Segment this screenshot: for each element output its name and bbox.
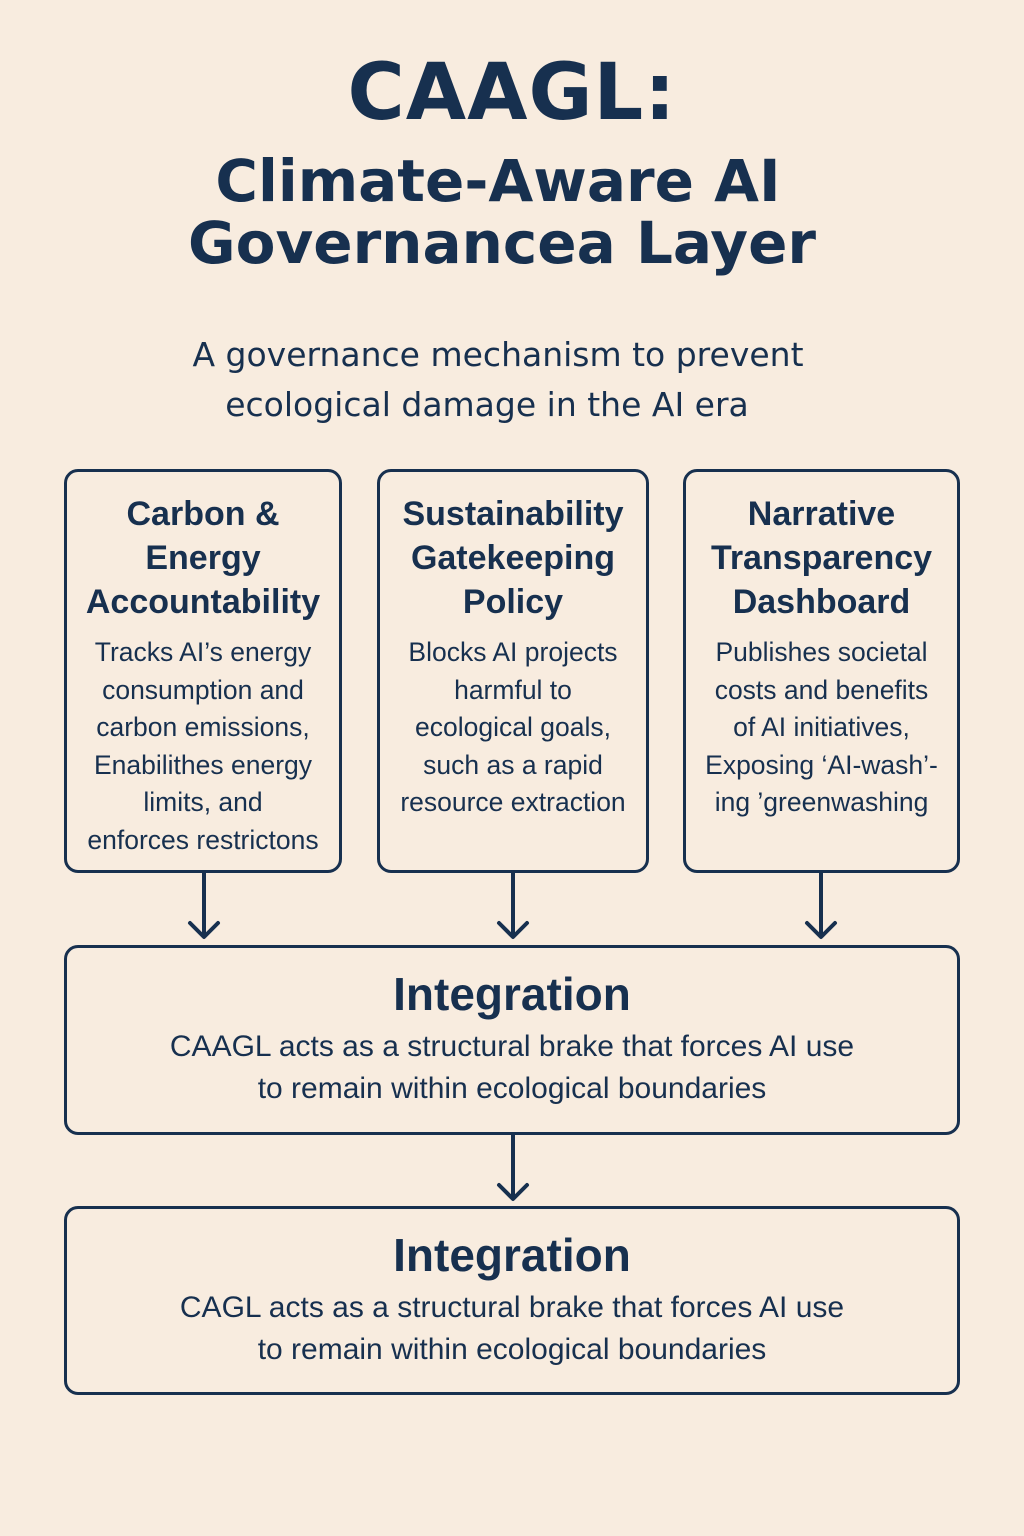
pillar-description-line: Tracks AI’s energy <box>94 637 312 667</box>
integration-title: Integration <box>393 1229 631 1281</box>
title-line-3: Governancea Layer <box>187 209 817 277</box>
pillar-description-line: of AI initiatives, <box>733 712 910 742</box>
pillar-description-line: such as a rapid <box>423 749 603 780</box>
subtitle: A governance mechanism to prevent ecolog… <box>0 330 1024 430</box>
pillar-description: Blocks AI projects harmful to ecological… <box>380 634 646 822</box>
arrow-down-icon <box>805 873 837 939</box>
pillar-description-line: Enabilithes energy <box>93 749 313 780</box>
pillar-description: Publishes societal costs and benefits of… <box>686 634 957 822</box>
integration-box: Integration CAAGL acts as a structural b… <box>64 945 960 1135</box>
pillar-title-line: Policy <box>462 583 564 621</box>
pillar-description-line: resource extraction <box>400 787 626 817</box>
title-full-name: Climate-Aware AI Governancea Layer <box>0 150 1024 274</box>
subtitle-line-2: ecological damage in the AI era <box>225 385 749 424</box>
pillar-description-line: Publishes societal <box>715 637 928 667</box>
pillar-description-line: limits, and <box>143 787 263 817</box>
integration-description-line: CAGL acts as a structural brake that for… <box>179 1291 845 1324</box>
title-line-2: Climate-Aware AI <box>215 147 781 215</box>
pillar-description-line: harmful to <box>454 674 572 705</box>
pillar-description-line: carbon emissions, <box>96 712 310 742</box>
integration-box: Integration CAGL acts as a structural br… <box>64 1206 960 1395</box>
pillar-description: Tracks AI’s energy consumption and carbo… <box>67 634 339 859</box>
subtitle-line-1: A governance mechanism to prevent <box>192 335 804 374</box>
pillar-description-line: consumption and <box>102 674 304 705</box>
pillar-title: Narrative Transparency Dashboard <box>686 492 957 624</box>
pillar-description-line: ing ’greenwashing <box>714 787 929 817</box>
pillar-title-line: Gatekeeping <box>410 539 616 577</box>
pillar-description-line: ecological goals, <box>415 712 611 742</box>
pillar-title-line: Dashboard <box>732 583 911 621</box>
title-acronym: CAAGL: <box>347 48 677 138</box>
arrow-down-icon <box>497 1135 529 1201</box>
pillar-title-line: Narrative <box>747 495 896 533</box>
pillar-description-line: Exposing ‘AI-wash’- <box>705 749 938 780</box>
arrow-down-icon <box>497 873 529 939</box>
pillar-description-line: enforces restrictons <box>87 824 319 855</box>
arrow-down-icon <box>188 873 220 939</box>
integration-description-line: to remain within ecological boundaries <box>257 1072 767 1105</box>
integration-description: CAAGL acts as a structural brake that fo… <box>67 1026 957 1110</box>
integration-description: CAGL acts as a structural brake that for… <box>67 1287 957 1371</box>
integration-title: Integration <box>393 968 631 1020</box>
pillar-title-line: Carbon & <box>126 495 280 533</box>
pillar-description-line: Blocks AI projects <box>408 637 618 667</box>
pillar-title: Carbon & Energy Accountability <box>67 492 339 624</box>
pillar-title: Sustainability Gatekeeping Policy <box>380 492 646 624</box>
pillar-carbon-energy-accountability: Carbon & Energy Accountability Tracks AI… <box>64 469 342 873</box>
pillar-narrative-transparency-dashboard: Narrative Transparency Dashboard Publish… <box>683 469 960 873</box>
pillar-title-line: Accountability <box>85 583 321 621</box>
pillar-title-line: Sustainability <box>402 495 624 533</box>
pillar-title-line: Energy <box>145 539 261 577</box>
integration-description-line: CAAGL acts as a structural brake that fo… <box>169 1030 855 1063</box>
pillar-description-line: costs and benefits <box>714 674 929 705</box>
integration-description-line: to remain within ecological boundaries <box>257 1333 767 1366</box>
pillar-title-line: Transparency <box>710 539 933 577</box>
pillar-sustainability-gatekeeping-policy: Sustainability Gatekeeping Policy Blocks… <box>377 469 649 873</box>
